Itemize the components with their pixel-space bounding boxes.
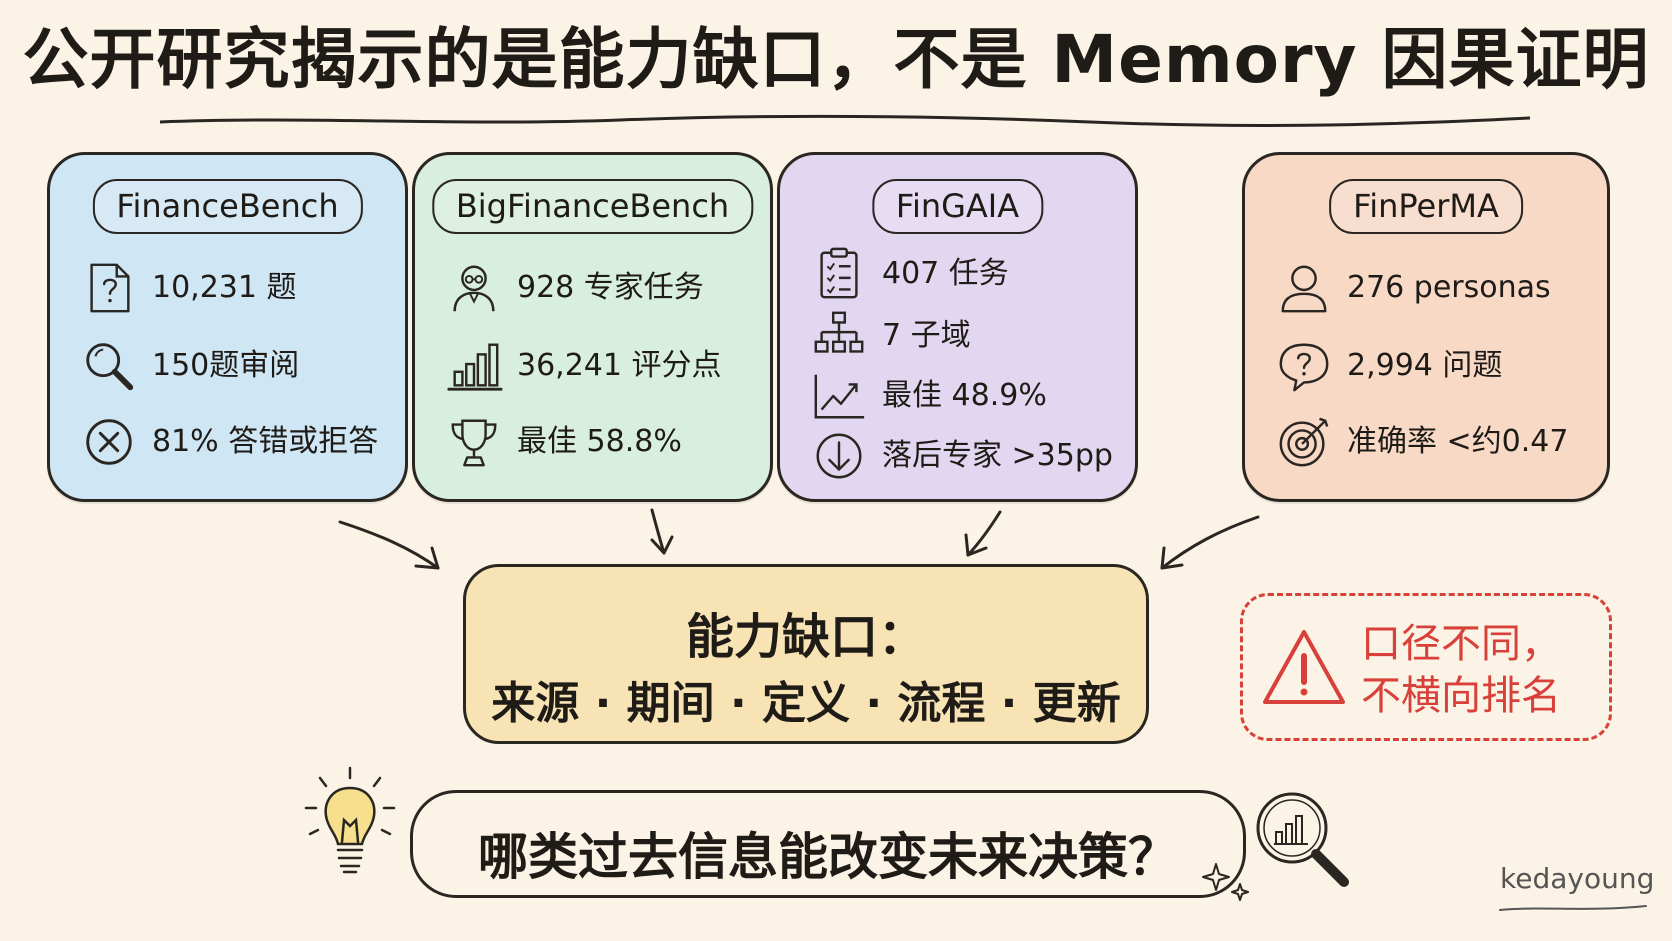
stat-row: 2,994 问题 — [1275, 337, 1502, 395]
stat-text: 落后专家 >35pp — [882, 438, 1113, 473]
stat-row: 7 子域 — [810, 307, 971, 365]
stat-text: 276 personas — [1347, 270, 1551, 305]
arrow-finperma — [1160, 515, 1260, 570]
arrow-fingaia — [966, 510, 1002, 557]
card-finperma: FinPerMA 276 personas 2,994 问题 — [1242, 152, 1610, 502]
stat-row: 10,231 题 — [80, 259, 297, 317]
stat-text: 10,231 题 — [152, 270, 297, 305]
card-fingaia: FinGAIA 407 任务 7 子域 — [777, 152, 1138, 502]
target-icon — [1279, 417, 1329, 467]
expert-person-icon — [453, 265, 495, 312]
signature-underline — [1499, 905, 1647, 911]
warning-line-1: 口径不同， — [1361, 621, 1561, 667]
stat-text: 2,994 问题 — [1347, 348, 1503, 383]
stat-row: 最佳 58.8% — [445, 413, 682, 471]
trend-line-icon — [814, 374, 865, 419]
question-document-icon — [90, 263, 130, 313]
checklist-icon — [820, 247, 858, 299]
title-underline — [160, 114, 1530, 127]
stat-text: 150题审阅 — [152, 348, 300, 383]
card-badge-finperma: FinPerMA — [1329, 179, 1523, 235]
hierarchy-icon — [814, 311, 864, 353]
stat-row: 最佳 48.9% — [810, 367, 1047, 425]
trophy-icon — [451, 419, 497, 467]
capability-gap-items: 来源 · 期间 · 定义 · 流程 · 更新 — [491, 678, 1121, 729]
capability-gap-box: 能力缺口： 来源 · 期间 · 定义 · 流程 · 更新 — [463, 564, 1149, 744]
arrow-financebench — [338, 520, 440, 570]
person-icon — [1281, 265, 1327, 313]
x-circle-icon — [86, 419, 132, 465]
warning-line-2: 不横向排名 — [1361, 673, 1561, 719]
stat-text: 81% 答错或拒答 — [152, 424, 379, 459]
stat-row: 81% 答错或拒答 — [80, 413, 378, 471]
question-text: 哪类过去信息能改变未来决策？ — [478, 828, 1178, 886]
question-box: 哪类过去信息能改变未来决策？ — [410, 790, 1246, 898]
capability-gap-title: 能力缺口： — [685, 609, 926, 665]
magnifier-icon — [86, 343, 134, 391]
down-arrow-circle-icon — [816, 433, 862, 479]
stat-row: 36,241 评分点 — [445, 337, 722, 395]
bar-chart-icon — [447, 343, 503, 391]
warning-box: 口径不同， 不横向排名 — [1240, 593, 1612, 741]
stat-text: 928 专家任务 — [517, 270, 704, 305]
stat-row: 276 personas — [1275, 259, 1551, 317]
page-title: 公开研究揭示的是能力缺口，不是 Memory 因果证明 — [22, 21, 1650, 98]
stat-text: 准确率 <约0.47 — [1347, 424, 1569, 459]
card-badge-financebench: FinanceBench — [92, 179, 363, 235]
magnifier-chart-icon — [1256, 792, 1349, 887]
warning-text: 口径不同， 不横向排名 — [1361, 618, 1561, 722]
stat-text: 最佳 48.9% — [882, 378, 1047, 413]
stat-text: 7 子域 — [882, 318, 971, 353]
stat-row: 准确率 <约0.47 — [1275, 413, 1568, 471]
arrow-bigfinancebench — [650, 508, 666, 555]
card-bigfinancebench: BigFinanceBench 928 专家任务 36,241 评分点 — [412, 152, 773, 502]
stat-text: 407 任务 — [882, 256, 1009, 291]
warning-triangle-icon — [1263, 630, 1345, 704]
stat-row: 407 任务 — [810, 245, 1009, 303]
card-badge-fingaia: FinGAIA — [871, 179, 1044, 235]
stat-row: 150题审阅 — [80, 337, 299, 395]
card-badge-bigfinancebench: BigFinanceBench — [431, 179, 754, 235]
card-financebench: FinanceBench 10,231 题 150题审阅 81 — [47, 152, 408, 502]
stat-text: 36,241 评分点 — [517, 348, 722, 383]
sparkle-icon — [1202, 863, 1249, 901]
question-bubble-icon — [1279, 343, 1329, 392]
light-bulb-icon — [304, 766, 396, 874]
stat-row: 928 专家任务 — [445, 259, 704, 317]
stat-text: 最佳 58.8% — [517, 424, 682, 459]
stat-row: 落后专家 >35pp — [810, 427, 1113, 485]
signature: kedayoung — [1500, 862, 1655, 895]
